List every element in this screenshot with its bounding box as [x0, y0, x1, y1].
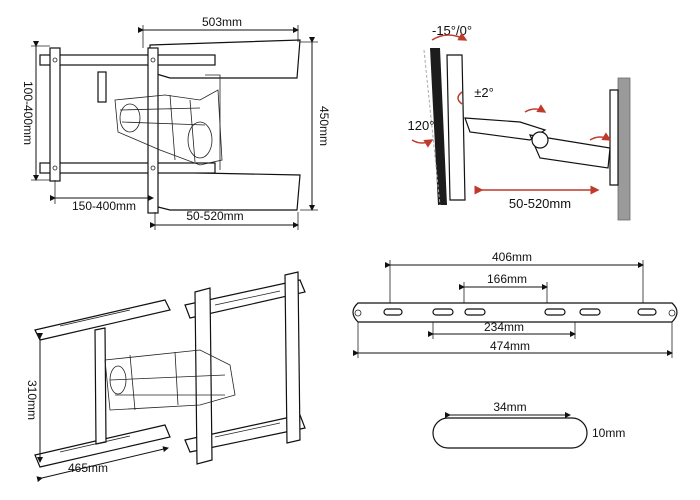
perspective-view: 310mm 465mm	[25, 271, 306, 483]
wall-plate-drawing: 406mm 166mm 234mm 474mm 34mm 10mm	[352, 250, 678, 449]
arm-lower	[529, 134, 611, 169]
outer-label: 406mm	[492, 250, 532, 264]
slot-span-label: 234mm	[484, 320, 524, 334]
width-label: 503mm	[202, 15, 242, 29]
slot-hole	[432, 308, 454, 316]
vesa-arm-right	[147, 47, 159, 214]
arm-assembly	[114, 89, 223, 166]
wall	[617, 77, 631, 221]
vesa-horizontal-label: 150-400mm	[72, 199, 136, 213]
vesa-vertical-label: 100-400mm	[21, 81, 35, 145]
slot	[97, 71, 107, 103]
perspective-width-label: 465mm	[68, 461, 108, 475]
height-label: 450mm	[317, 106, 331, 146]
slot-hole	[464, 308, 486, 316]
tilt-arrow	[431, 32, 468, 41]
wall-upright	[94, 327, 107, 445]
slot-hole	[579, 308, 601, 316]
slot-length-label: 34mm	[493, 400, 526, 414]
extension-label: 50-520mm	[186, 209, 243, 223]
perspective-arm	[104, 349, 236, 411]
slot-height-label: 10mm	[592, 426, 625, 440]
slot-detail	[432, 417, 588, 449]
slot-hole	[637, 308, 657, 316]
tv-upright-right	[284, 271, 301, 444]
tv-plate-lower	[149, 171, 301, 211]
total-label: 474mm	[490, 339, 530, 353]
side-extension-label: 50-520mm	[509, 196, 571, 211]
tv-rail-top	[184, 279, 306, 319]
vesa-arm-left	[49, 47, 61, 182]
vesa-rail-top	[39, 54, 216, 66]
tv-panel	[430, 48, 447, 205]
wall-plate	[609, 89, 619, 186]
slot-hole	[544, 308, 566, 316]
slot-hole	[383, 308, 403, 316]
swivel-label: 120°	[408, 118, 435, 133]
perspective-height-label: 310mm	[25, 380, 39, 420]
inner-label: 166mm	[487, 272, 527, 286]
side-view: -15°/0° ±2° 120° 50-520mm	[408, 23, 631, 221]
tv-bracket	[446, 54, 466, 201]
front-view: 503mm 450mm 100-400mm 150-400mm 50-520mm	[21, 15, 331, 230]
vesa-rail-bottom	[39, 162, 216, 174]
level-label: ±2°	[474, 85, 494, 100]
